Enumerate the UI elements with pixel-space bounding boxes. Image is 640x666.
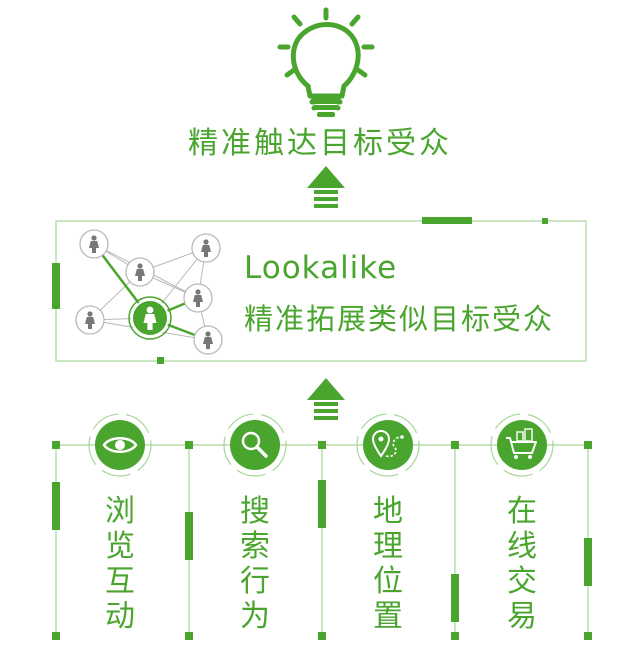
magnifier-icon [223,413,287,477]
lightbulb-base [311,98,341,117]
shopping-cart-icon [490,413,554,477]
lookalike-title: Lookalike [244,250,398,286]
lightbulb-icon [277,7,375,111]
up-arrow-icon [307,166,345,208]
people-network-icon [75,229,223,355]
top-title: 精准触达目标受众 [188,126,452,161]
lookalike-box [52,217,587,364]
location-pin-icon [356,413,420,477]
source-label-transaction: 在线交易 [507,494,537,634]
source-label-location: 地理位置 [373,494,403,634]
source-label-search: 搜索行为 [240,494,270,634]
lookalike-subtitle: 精准拓展类似目标受众 [244,302,555,336]
source-label-browse: 浏览互动 [105,494,135,634]
up-arrow-icon [307,378,345,420]
eye-icon [88,413,152,477]
